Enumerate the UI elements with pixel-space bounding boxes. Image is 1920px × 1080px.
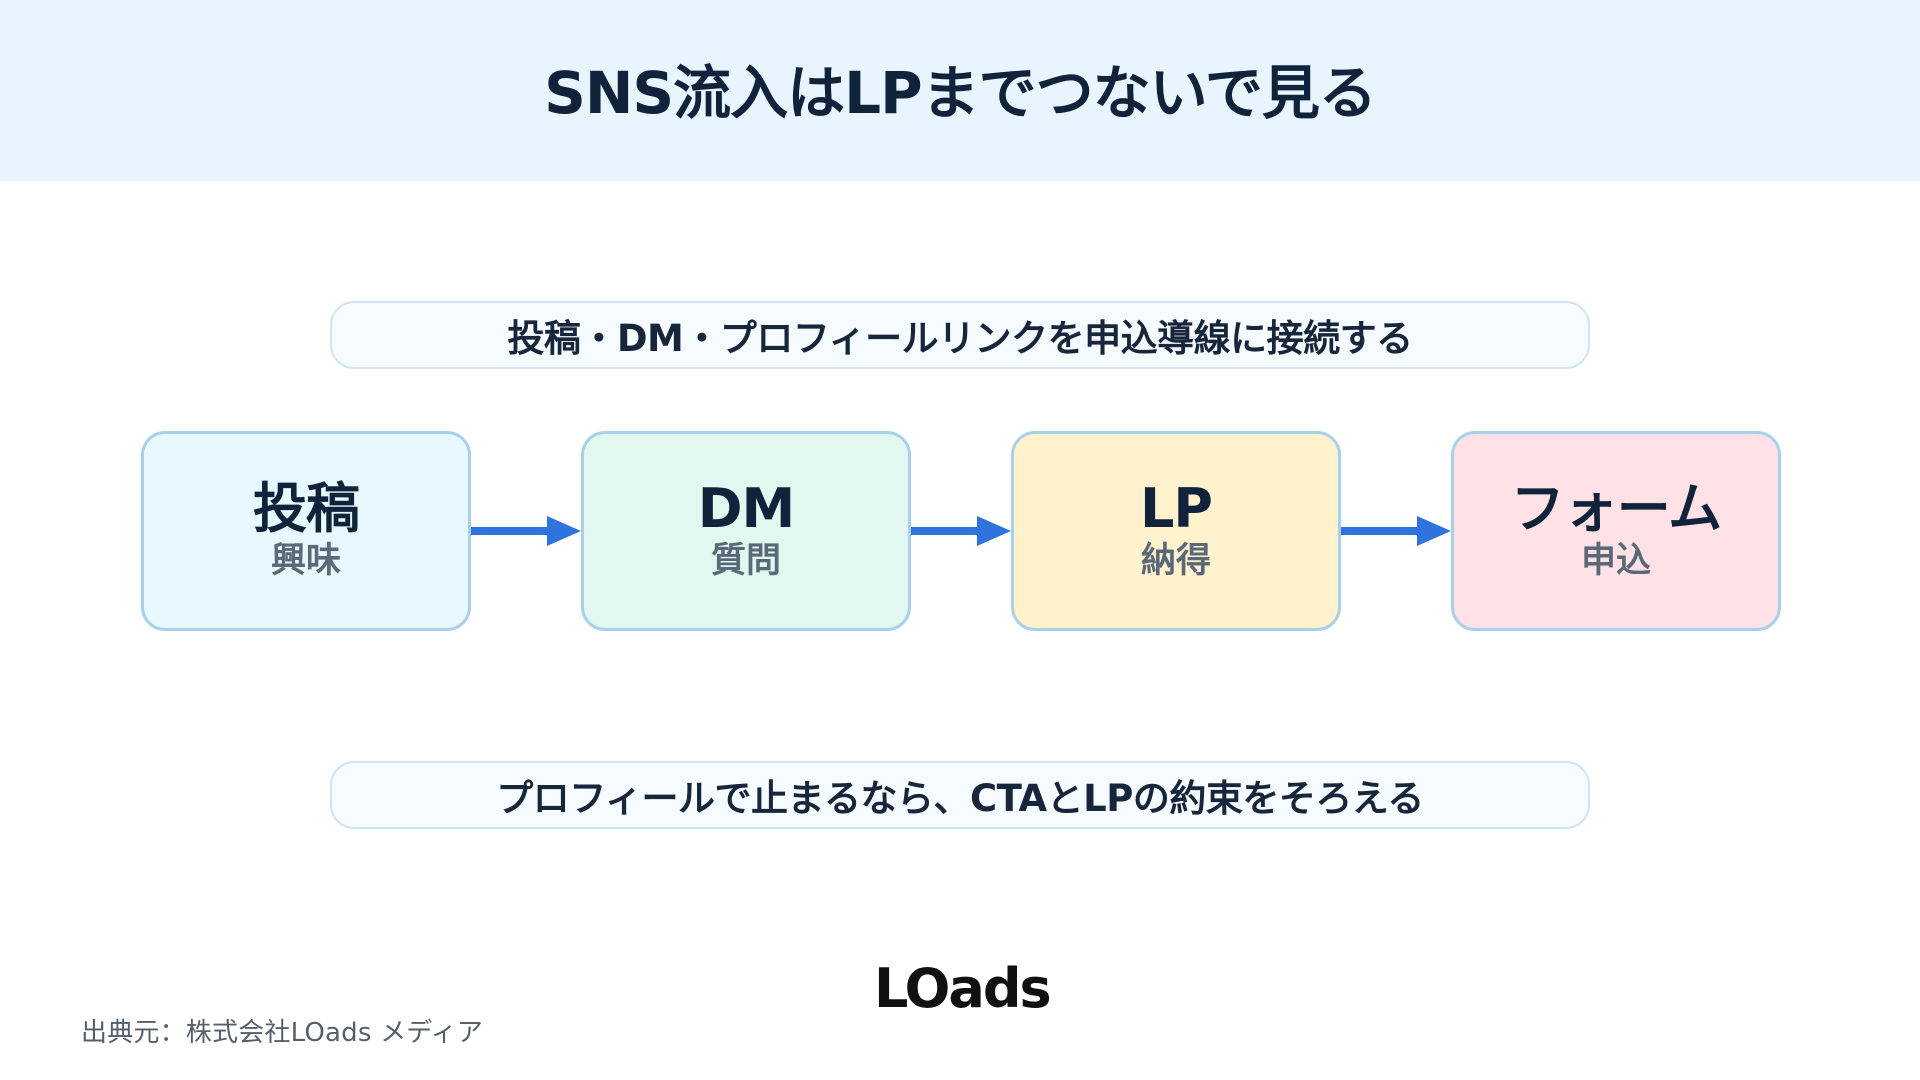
step-form-subtitle: 申込 [1580,541,1651,582]
right-arrow-icon [1341,516,1451,546]
right-arrow-icon [911,516,1011,546]
loads-logo: LOads [874,957,1052,1020]
step-form-title: フォーム [1510,476,1722,540]
step-post-box: 投稿 興味 [141,431,471,631]
step-dm-title: DM [697,476,796,540]
step-post-title: 投稿 [253,476,360,540]
bottom-note-box: プロフィールで止まるなら、CTAとLPの約束をそろえる [330,761,1590,829]
top-note-box: 投稿・DM・プロフィールリンクを申込導線に接続する [330,301,1590,369]
header-band: SNS流入はLPまでつないで見る [0,0,1920,181]
step-lp-subtitle: 納得 [1140,541,1211,582]
page-title: SNS流入はLPまでつないで見る [544,58,1377,127]
step-post-subtitle: 興味 [270,541,341,582]
step-dm-subtitle: 質問 [710,541,781,582]
step-form-box: フォーム 申込 [1451,431,1781,631]
right-arrow-icon [471,516,581,546]
source-credit: 出典元：株式会社LOads メディア [81,1018,484,1048]
step-lp-box: LP 納得 [1011,431,1341,631]
step-lp-title: LP [1140,476,1213,540]
step-dm-box: DM 質問 [581,431,911,631]
